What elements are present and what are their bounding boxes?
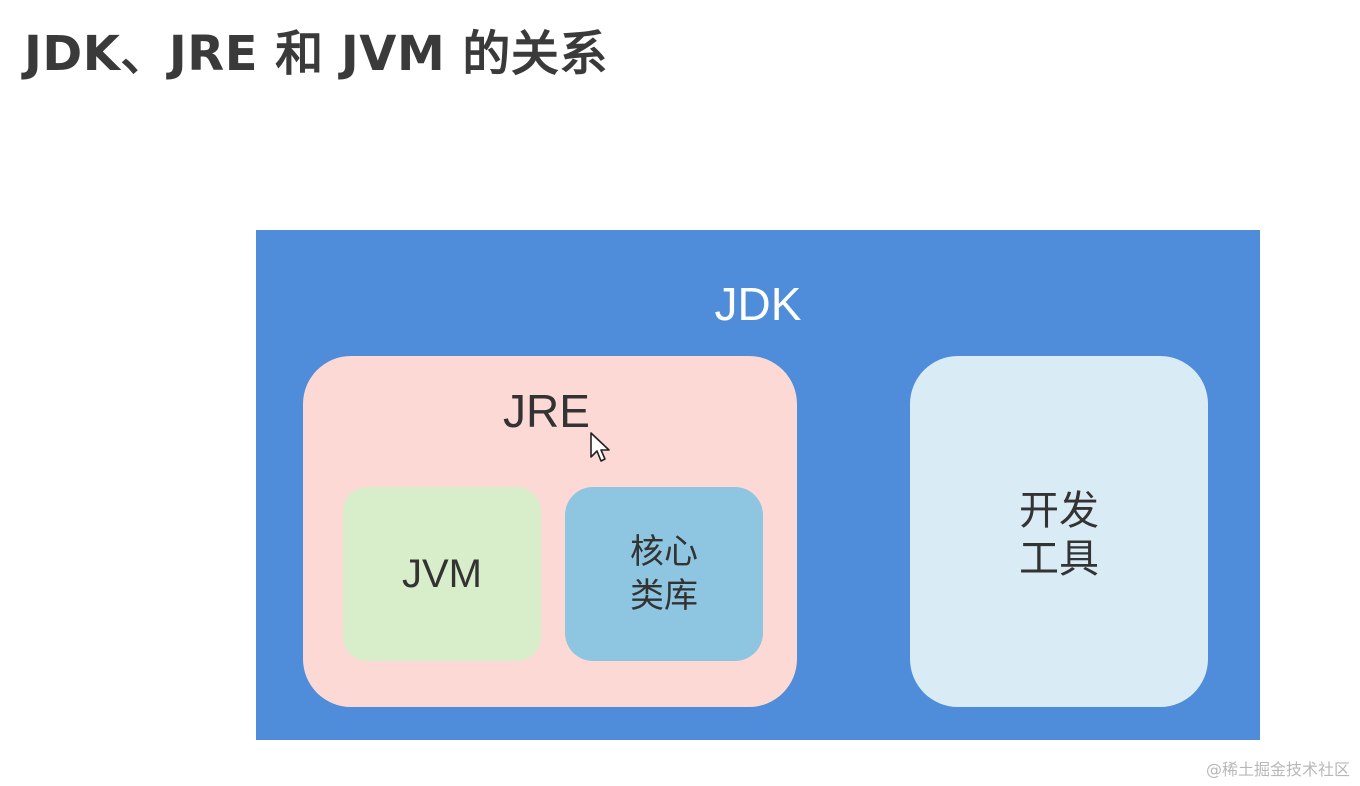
jdk-label: JDK	[714, 278, 802, 330]
jdk-box: JDK JRE JVM 核心类库 开发工具	[256, 230, 1260, 740]
mouse-pointer-icon	[590, 432, 610, 462]
jre-label: JRE	[503, 385, 590, 437]
jvm-box: JVM	[343, 487, 541, 661]
dev-tools-label: 开发工具	[1019, 487, 1099, 582]
dev-tools-box: 开发工具	[910, 356, 1208, 707]
slide-title: JDK、JRE 和 JVM 的关系	[24, 26, 608, 82]
watermark: @稀土掘金技术社区	[1205, 760, 1350, 779]
jre-box: JRE JVM 核心类库	[303, 356, 797, 707]
jvm-label: JVM	[402, 551, 482, 596]
core-library-label: 核心类库	[630, 532, 698, 616]
core-library-box: 核心类库	[565, 487, 763, 661]
